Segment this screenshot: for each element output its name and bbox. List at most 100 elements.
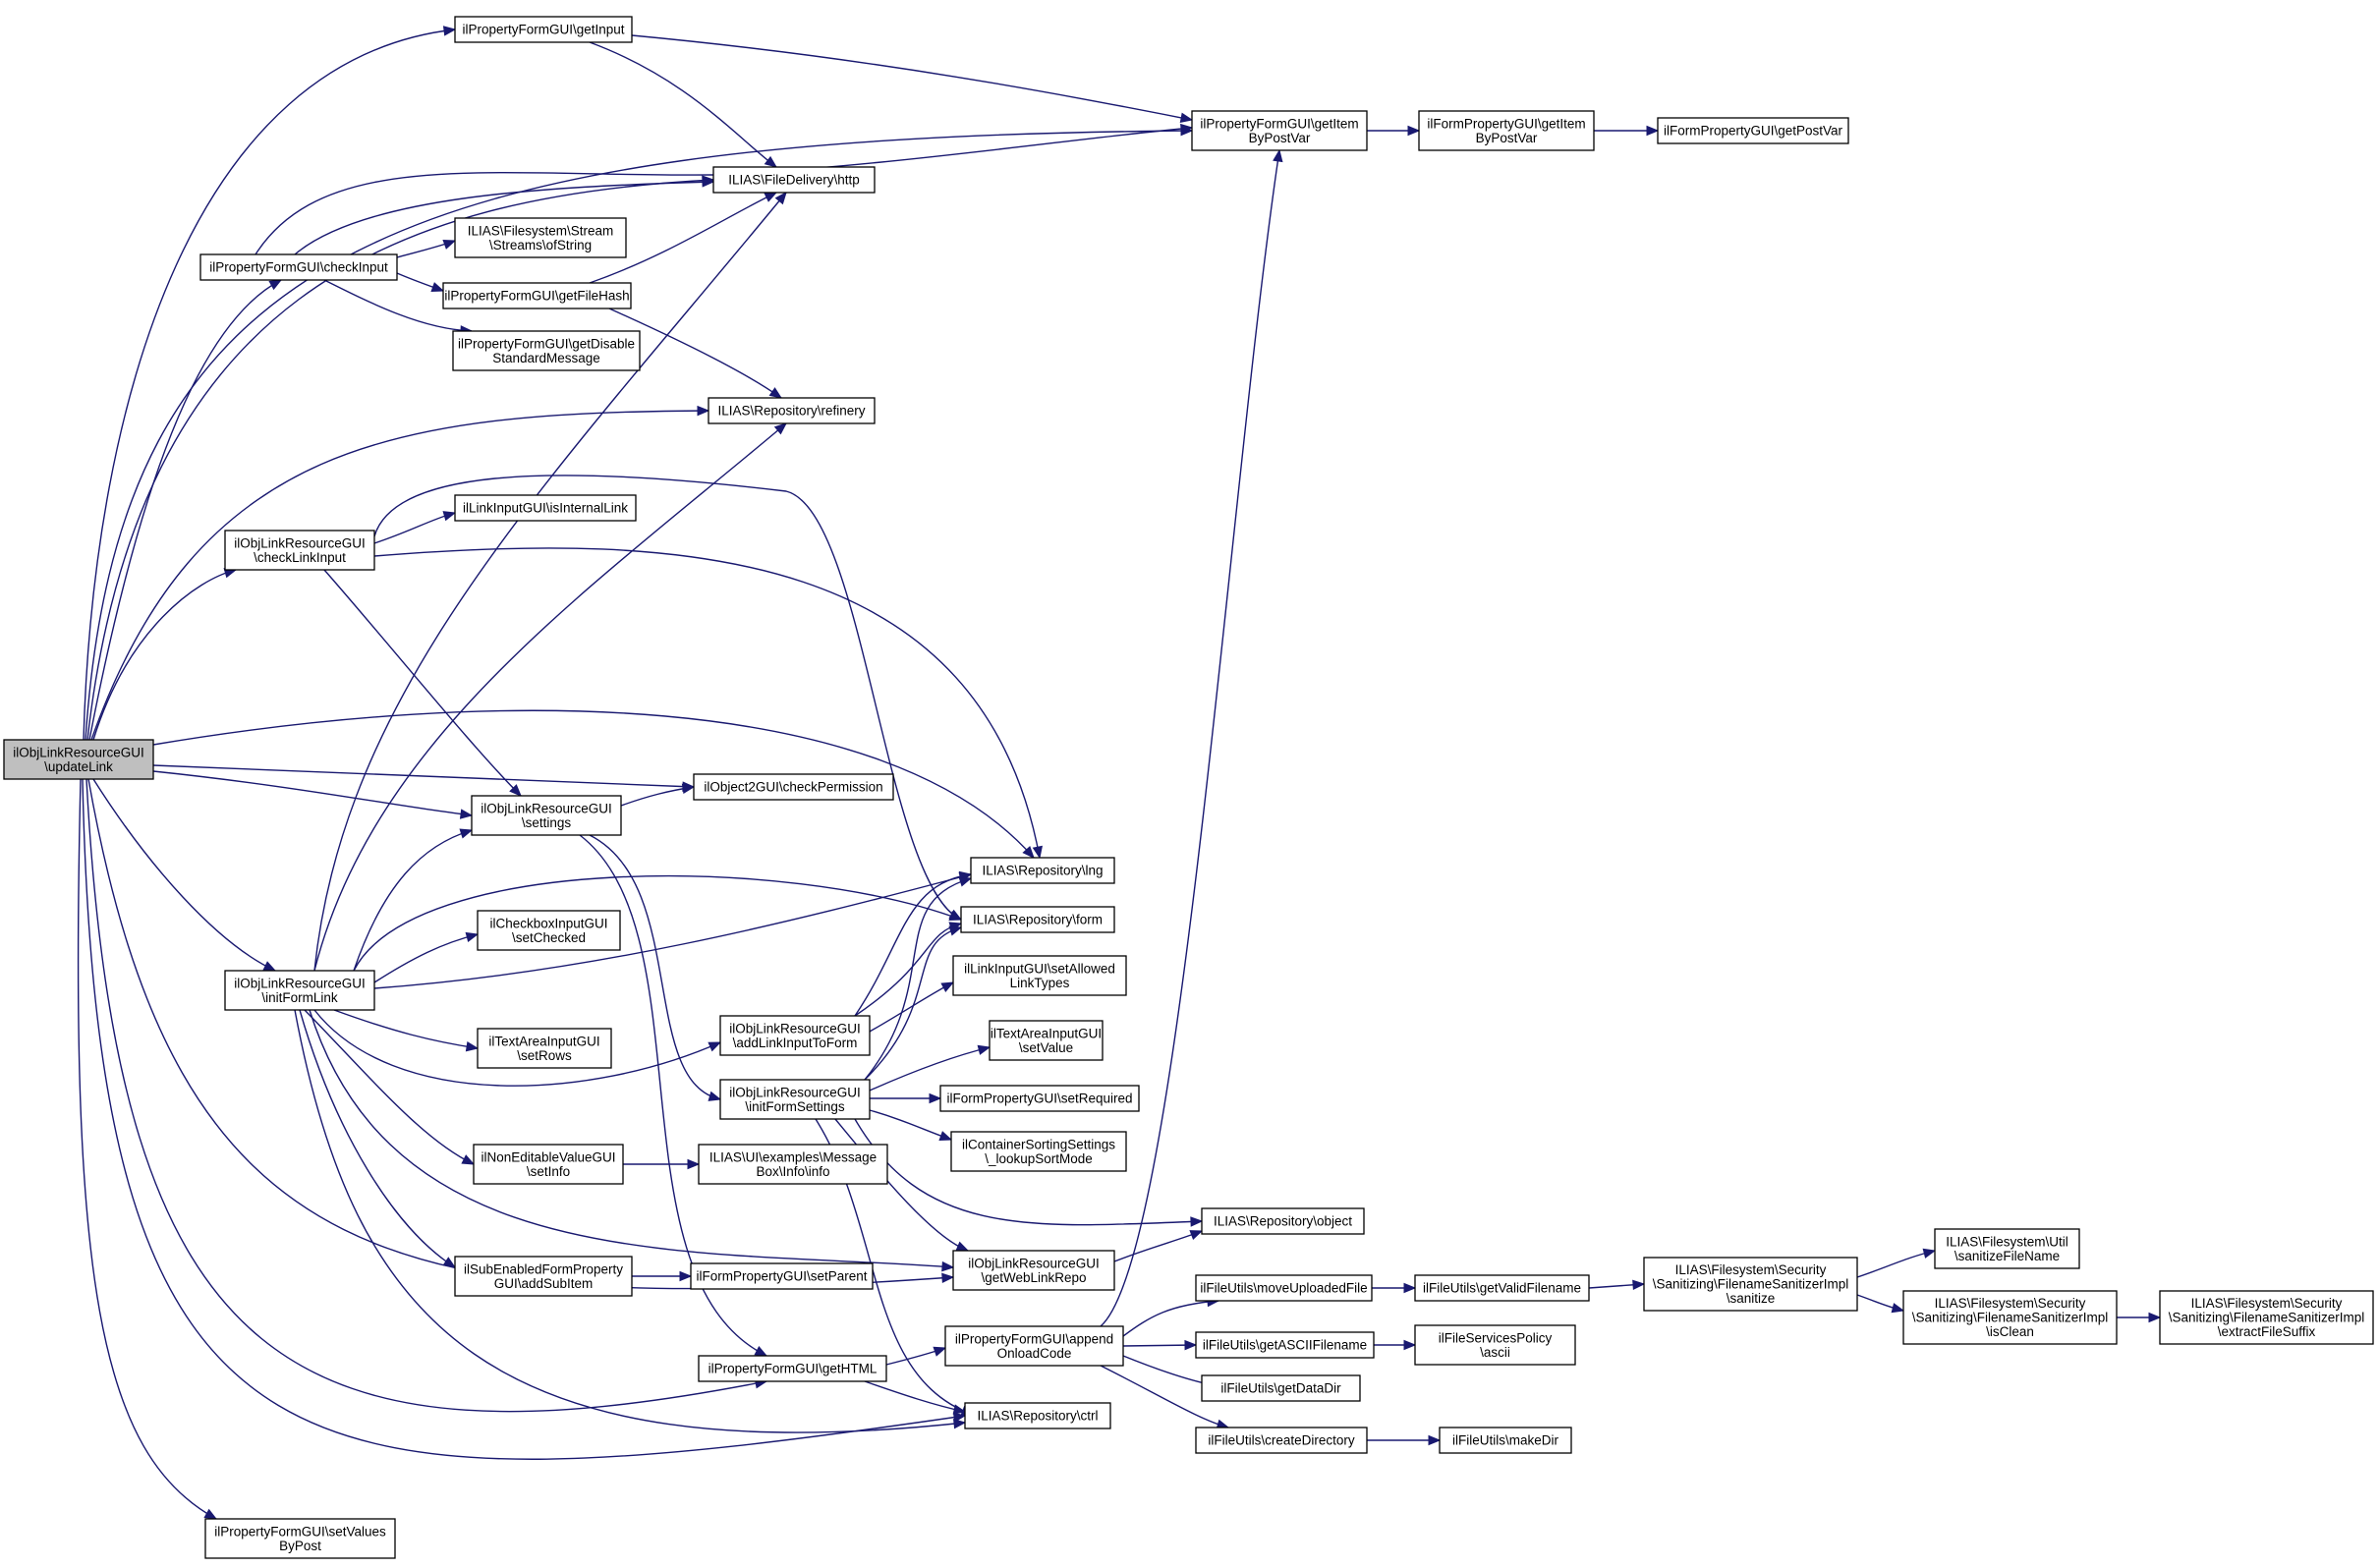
node-getInput[interactable]: ilPropertyFormGUI\getInput	[454, 16, 633, 43]
node-createDirectory[interactable]: ilFileUtils\createDirectory	[1195, 1427, 1368, 1454]
edge-addLinkInputToForm-to-setAllowedLinkTypes	[869, 981, 954, 1033]
edge-root-to-settings-arrowhead	[459, 809, 474, 819]
edge-checkLinkInput-to-settings-arrowhead	[509, 784, 522, 797]
node-initFormSettings[interactable]: ilObjLinkResourceGUI\initFormSettings	[719, 1079, 871, 1120]
node-lng[interactable]: ILIAS\Repository\lng	[970, 857, 1115, 884]
edge-getInput-to-getItemByPostVar-arrowhead	[1179, 112, 1194, 123]
node-addLinkInputToForm[interactable]: ilObjLinkResourceGUI\addLinkInputToForm	[719, 1015, 871, 1056]
node-getDisableStd[interactable]: ilPropertyFormGUI\getDisableStandardMess…	[452, 330, 641, 371]
edge-moveUploadedFile-to-getValidFilename-arrowhead	[1403, 1282, 1417, 1294]
node-box	[452, 330, 641, 371]
edge-initFormLink-to-addSubItem-arrowhead	[442, 1257, 457, 1268]
node-getHTML[interactable]: ilPropertyFormGUI\getHTML	[698, 1355, 887, 1382]
node-ofString[interactable]: ILIAS\Filesystem\Stream\Streams\ofString	[454, 217, 627, 258]
node-getDataDir[interactable]: ilFileUtils\getDataDir	[1201, 1374, 1361, 1402]
edge-initFormSettings-to-setValue-arrowhead	[977, 1044, 991, 1055]
node-moveUploadedFile[interactable]: ilFileUtils\moveUploadedFile	[1195, 1274, 1373, 1302]
edge-initFormLink-to-refinery-arrowhead	[773, 422, 788, 435]
edge-root-to-checkPermission	[152, 764, 695, 788]
edge-root-to-checkInput-arrowhead	[268, 279, 283, 291]
edge-initFormSettings-to-setValue	[869, 1046, 991, 1092]
node-label: ilFileUtils\getValidFilename	[1423, 1281, 1581, 1296]
node-box	[1439, 1427, 1572, 1454]
edge-checkLinkInput-to-settings	[323, 569, 522, 797]
node-sanitizeFileName[interactable]: ILIAS\Filesystem\Util\sanitizeFileName	[1934, 1228, 2080, 1269]
edge-initFormLink-to-refinery	[313, 422, 787, 972]
edge-root-to-getInput-arrowhead	[442, 26, 457, 36]
node-label: ilTextAreaInputGUI	[991, 1026, 1102, 1040]
edge-getValidFilename-to-sanitize-arrowhead	[1632, 1279, 1646, 1291]
edge-root-to-getItemByPostVar	[85, 130, 1193, 741]
node-checkLinkInput[interactable]: ilObjLinkResourceGUI\checkLinkInput	[224, 530, 375, 571]
edge-initFormLink-to-lng	[373, 873, 972, 989]
node-isInternalLink[interactable]: ilLinkInputGUI\isInternalLink	[454, 494, 637, 522]
node-box	[708, 397, 876, 424]
node-setChecked[interactable]: ilCheckboxInputGUI\setChecked	[477, 910, 621, 951]
edge-settings-to-initFormSettings-arrowhead	[708, 1091, 722, 1101]
node-refinery[interactable]: ILIAS\Repository\refinery	[708, 397, 876, 424]
node-ctrl[interactable]: ILIAS\Repository\ctrl	[964, 1402, 1111, 1429]
node-getWebLinkRepo[interactable]: ilObjLinkResourceGUI\getWebLinkRepo	[952, 1250, 1115, 1291]
node-settings[interactable]: ilObjLinkResourceGUI\settings	[471, 795, 622, 836]
node-http[interactable]: ILIAS\FileDelivery\http	[712, 166, 876, 194]
node-label: ilPropertyFormGUI\getInput	[462, 23, 624, 37]
node-checkPermission[interactable]: ilObject2GUI\checkPermission	[693, 773, 894, 801]
node-makeDir[interactable]: ilFileUtils\makeDir	[1439, 1427, 1572, 1454]
node-label: ilFileUtils\getDataDir	[1220, 1381, 1341, 1396]
edge-getFileHash-to-refinery-arrowhead	[768, 387, 783, 399]
node-label: ilLinkInputGUI\isInternalLink	[463, 501, 628, 516]
node-box	[1195, 1274, 1373, 1302]
node-label: ILIAS\Repository\ctrl	[977, 1409, 1098, 1424]
node-initFormLink[interactable]: ilObjLinkResourceGUI\initFormLink	[224, 970, 375, 1011]
edge-checkInput-to-http	[294, 181, 714, 255]
edge-initFormLink-to-setChecked	[373, 933, 479, 983]
node-label: ByPost	[279, 1539, 321, 1553]
node-form[interactable]: ILIAS\Repository\form	[960, 906, 1115, 933]
node-object[interactable]: ILIAS\Repository\object	[1201, 1207, 1365, 1235]
node-setInfo[interactable]: ilNonEditableValueGUI\setInfo	[473, 1144, 624, 1185]
edge-appendOnloadCode-to-getASCIIFilename-arrowhead	[1184, 1339, 1198, 1351]
node-getValidFilename[interactable]: ilFileUtils\getValidFilename	[1414, 1274, 1590, 1302]
edge-initFormLink-to-form	[353, 874, 962, 972]
node-extractFileSuffix[interactable]: ILIAS\Filesystem\Security\Sanitizing\Fil…	[2159, 1290, 2374, 1345]
edge-getWebLinkRepo-to-object-arrowhead	[1189, 1230, 1204, 1240]
node-sanitize[interactable]: ILIAS\Filesystem\Security\Sanitizing\Fil…	[1643, 1257, 1858, 1312]
node-setRequired[interactable]: ilFormPropertyGUI\setRequired	[939, 1085, 1140, 1112]
node-box	[970, 857, 1115, 884]
node-getPostVar[interactable]: ilFormPropertyGUI\getPostVar	[1657, 117, 1849, 144]
edge-checkInput-to-ofString-arrowhead	[442, 239, 457, 250]
node-setRows[interactable]: ilTextAreaInputGUI\setRows	[477, 1028, 612, 1069]
node-label: ilObjLinkResourceGUI	[234, 976, 366, 990]
node-getASCIIFilename[interactable]: ilFileUtils\getASCIIFilename	[1195, 1331, 1375, 1359]
node-box	[454, 494, 637, 522]
node-lookupSortMode[interactable]: ilContainerSortingSettings\_lookupSortMo…	[950, 1131, 1127, 1172]
edge-root-to-refinery	[90, 410, 709, 741]
node-box	[698, 1144, 888, 1185]
edge-addLinkInputToForm-to-setAllowedLinkTypes-arrowhead	[940, 981, 955, 992]
node-getFileHash[interactable]: ilPropertyFormGUI\getFileHash	[442, 282, 632, 309]
node-setValue[interactable]: ilTextAreaInputGUI\setValue	[989, 1020, 1104, 1061]
edge-getHTML-to-ctrl-arrowhead	[952, 1404, 967, 1415]
node-ascii[interactable]: ilFileServicesPolicy\ascii	[1414, 1324, 1576, 1366]
node-isClean[interactable]: ILIAS\Filesystem\Security\Sanitizing\Fil…	[1902, 1290, 2118, 1345]
node-setParent[interactable]: ilFormPropertyGUI\setParent	[690, 1262, 874, 1290]
node-checkInput[interactable]: ilPropertyFormGUI\checkInput	[199, 253, 398, 281]
node-box	[944, 1325, 1124, 1367]
node-label: ilObjLinkResourceGUI	[729, 1021, 861, 1036]
node-box	[693, 773, 894, 801]
node-label: ilTextAreaInputGUI	[488, 1034, 599, 1048]
node-label: ILIAS\Filesystem\Security	[1675, 1262, 1827, 1277]
node-root[interactable]: ilObjLinkResourceGUI\updateLink	[3, 739, 154, 780]
node-box	[1201, 1207, 1365, 1235]
edge-root-to-getHTML	[85, 778, 767, 1413]
node-label: \Sanitizing\FilenameSanitizerImpl	[2169, 1311, 2365, 1325]
node-label: ILIAS\Filesystem\Security	[2191, 1296, 2343, 1311]
edge-root-to-settings	[152, 770, 473, 816]
